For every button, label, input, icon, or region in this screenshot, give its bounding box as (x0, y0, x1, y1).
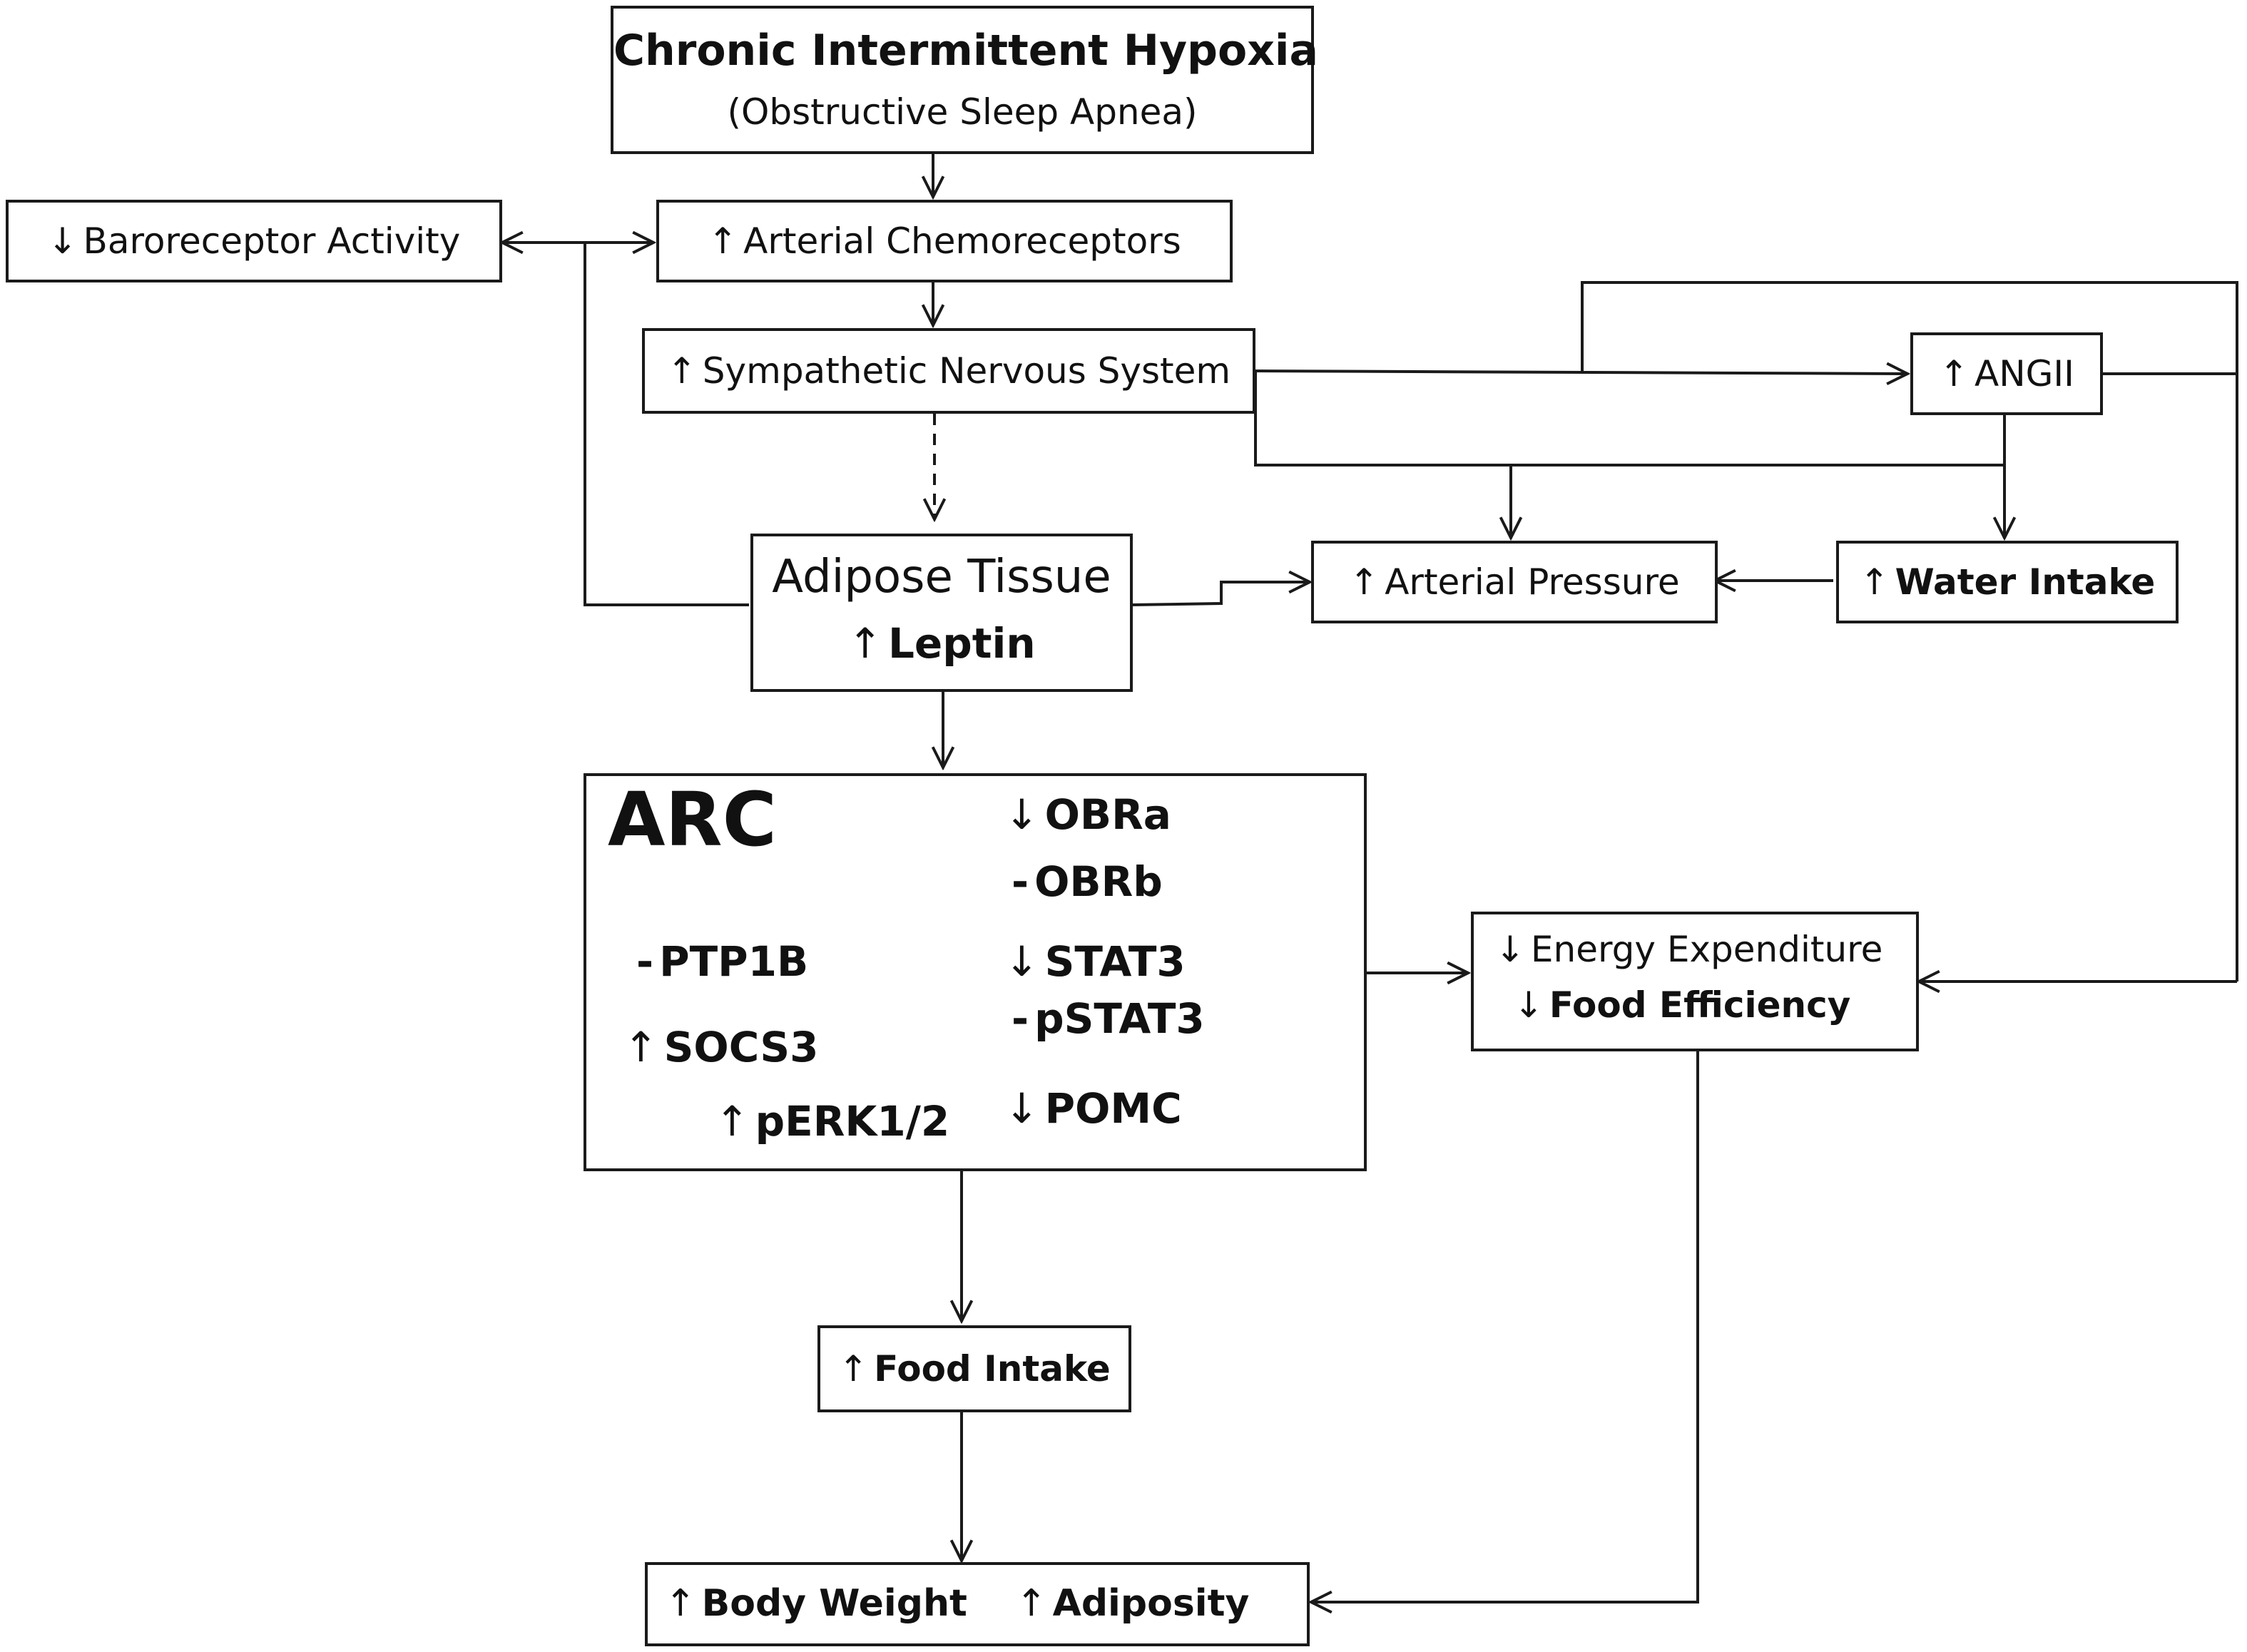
energy-line-1: ↓ Energy Expenditure (1495, 929, 1882, 970)
node-baroreceptor: ↓ Baroreceptor Activity (6, 200, 502, 282)
energy-expenditure-label: Energy Expenditure (1530, 929, 1883, 970)
down-arrow-icon: ↓ (1004, 1084, 1039, 1133)
dash-icon: - (1012, 857, 1029, 906)
food-intake-label: Food Intake (874, 1348, 1111, 1390)
stat3-label: STAT3 (1044, 937, 1186, 986)
arc-item-stat3: ↓ STAT3 (1004, 937, 1186, 986)
water-intake-label: Water Intake (1895, 561, 2156, 603)
arc-item-obrb: - OBRb (1012, 857, 1163, 906)
arc-item-ptp1b: - PTP1B (636, 937, 808, 986)
arc-item-obra: ↓ OBRa (1004, 790, 1171, 839)
up-arrow-icon: ↑ (1939, 353, 1970, 394)
sns-label: Sympathetic Nervous System (702, 350, 1231, 392)
node-chemoreceptors: ↑ Arterial Chemoreceptors (656, 200, 1233, 282)
arrow-energy-to-body (1311, 1051, 1699, 1602)
down-arrow-icon: ↓ (1004, 937, 1039, 986)
adipose-title: Adipose Tissue (772, 551, 1111, 603)
up-arrow-icon: ↑ (1016, 1582, 1047, 1625)
body-weight-item: ↑ Body Weight (665, 1582, 967, 1625)
socs3-label: SOCS3 (663, 1023, 819, 1071)
up-arrow-icon: ↑ (665, 1582, 696, 1625)
obrb-label: OBRb (1034, 857, 1163, 906)
arterial-pressure-label: Arterial Pressure (1385, 561, 1680, 603)
up-arrow-icon: ↑ (1349, 561, 1380, 603)
leptin-label: Leptin (887, 619, 1036, 668)
pstat3-label: pSTAT3 (1034, 994, 1205, 1043)
node-water-intake: ↑ Water Intake (1836, 541, 2179, 623)
cih-title: Chronic Intermittent Hypoxia (613, 26, 1318, 76)
adiposity-item: ↑ Adiposity (1016, 1582, 1249, 1625)
ptp1b-label: PTP1B (659, 937, 809, 986)
up-arrow-icon: ↑ (847, 619, 882, 668)
arrow-sns-to-angii (1253, 371, 1907, 374)
arrow-adipose-to-arterial-pressure (1131, 582, 1310, 606)
body-weight-label: Body Weight (701, 1582, 967, 1625)
cih-subtitle: (Obstructive Sleep Apnea) (727, 91, 1198, 133)
node-adipose: Adipose Tissue ↑ Leptin (750, 534, 1133, 692)
adiposity-label: Adiposity (1052, 1582, 1250, 1625)
node-arc: ARC ↓ OBRa - OBRb - PTP1B ↓ STAT3 - pSTA… (584, 773, 1367, 1171)
chemoreceptors-label: Arterial Chemoreceptors (743, 220, 1181, 262)
line-sns-to-pressure-bus (1254, 371, 2004, 466)
dash-icon: - (636, 937, 654, 986)
down-arrow-icon: ↓ (1495, 929, 1525, 970)
line-sns-loop-top (1581, 281, 2238, 981)
perk-label: pERK1/2 (755, 1097, 950, 1146)
leptin-line: ↑ Leptin (753, 619, 1130, 668)
up-arrow-icon: ↑ (708, 220, 738, 262)
node-body: ↑ Body Weight ↑ Adiposity (645, 1562, 1310, 1646)
arc-title: ARC (608, 776, 777, 863)
node-sns: ↑ Sympathetic Nervous System (642, 328, 1255, 414)
baroreceptor-label: Baroreceptor Activity (83, 220, 461, 262)
up-arrow-icon: ↑ (623, 1023, 658, 1071)
node-food-intake: ↑ Food Intake (817, 1325, 1131, 1412)
up-arrow-icon: ↑ (838, 1348, 869, 1390)
arc-item-pstat3: - pSTAT3 (1012, 994, 1205, 1043)
node-arterial-pressure: ↑ Arterial Pressure (1311, 541, 1718, 623)
up-arrow-icon: ↑ (1859, 561, 1890, 603)
angii-label: ANGII (1975, 353, 2074, 394)
pomc-label: POMC (1044, 1084, 1182, 1133)
arc-item-perk: ↑ pERK1/2 (715, 1097, 949, 1146)
node-cih: Chronic Intermittent Hypoxia (Obstructiv… (611, 6, 1318, 154)
node-energy: ↓ Energy Expenditure ↓ Food Efficiency (1471, 912, 1919, 1051)
line-adipose-to-baroreceptor (584, 243, 749, 606)
up-arrow-icon: ↑ (666, 350, 697, 392)
arc-item-socs3: ↑ SOCS3 (623, 1023, 818, 1071)
down-arrow-icon: ↓ (47, 220, 78, 262)
down-arrow-icon: ↓ (1004, 790, 1039, 839)
up-arrow-icon: ↑ (715, 1097, 750, 1146)
dash-icon: - (1012, 994, 1029, 1043)
node-angii: ↑ ANGII (1910, 332, 2103, 415)
energy-line-2: ↓ Food Efficiency (1514, 984, 1850, 1026)
arc-item-pomc: ↓ POMC (1004, 1084, 1182, 1133)
down-arrow-icon: ↓ (1514, 984, 1544, 1026)
food-efficiency-label: Food Efficiency (1549, 984, 1851, 1026)
obra-label: OBRa (1044, 790, 1171, 839)
